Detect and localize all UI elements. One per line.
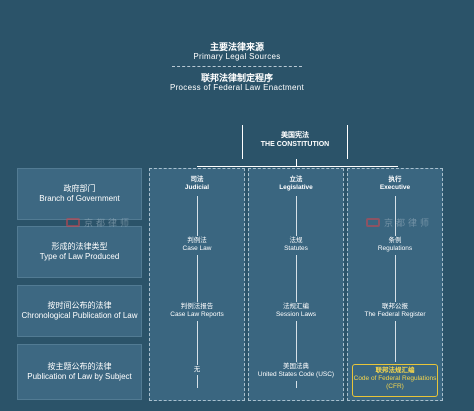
item-zh: 法规汇编 [283,303,309,310]
item-en: United States Code (USC) [257,371,335,379]
item-zh: 美国法典 [283,363,309,370]
row-label-en: Branch of Government [39,194,120,203]
item-en: Statutes [284,245,308,253]
row-label-en: Type of Law Produced [39,252,120,261]
item-zh: 判例法 [187,237,207,244]
chronological-item: 联邦公报 The Federal Register [348,302,442,321]
cfr-highlight-box: 联邦法规汇编 Code of Federal Regulations (CFR) [352,364,438,397]
row-label-en: Chronological Publication of Law [21,311,138,320]
column-heading-zh: 执行 [388,176,402,183]
law-type-item: 法规 Statutes [249,236,343,255]
chronological-item: 法规汇编 Session Laws [249,302,343,321]
watermark: 京都律师 [66,216,132,229]
column-heading: 立法 Legislative [249,175,343,194]
column-heading-zh: 司法 [190,176,204,183]
column-heading-en: Judicial [184,184,210,192]
row-label-chronological: 按时间公布的法律 Chronological Publication of La… [17,285,142,337]
watermark: 京都律师 [366,216,432,229]
watermark-text: 京都律师 [384,218,433,228]
row-label-by-subject: 按主题公布的法律 Publication of Law by Subject [17,344,142,400]
row-label-zh: 形成的法律类型 [51,242,108,251]
row-label-branch: 政府部门 Branch of Government [17,168,142,220]
item-en: Case Law Reports [170,311,224,319]
column-connector [197,196,198,388]
item-en: Regulations [377,245,413,253]
primary-sources-heading: 主要法律来源 Primary Legal Sources [0,42,474,62]
primary-sources-title-zh: 主要法律来源 [209,42,264,52]
item-zh: 判例法报告 [180,303,214,310]
column-executive: 执行 Executive 条例 Regulations 联邦公报 The Fed… [347,168,443,401]
watermark-text: 京都律师 [84,218,133,228]
item-en: The Federal Register [364,311,426,319]
item-zh: 无 [193,366,201,373]
constitution-label-en: THE CONSTITUTION [260,140,330,148]
row-label-zh: 按时间公布的法律 [47,301,112,310]
constitution-box: 美国宪法 THE CONSTITUTION [242,125,348,159]
item-zh: 联邦公报 [382,303,408,310]
chronological-item: 判例法报告 Case Law Reports [150,302,244,321]
row-label-law-type: 形成的法律类型 Type of Law Produced [17,226,142,278]
watermark-logo-icon [366,218,380,227]
column-legislative: 立法 Legislative 法规 Statutes 法规汇编 Session … [248,168,344,401]
constitution-connector [296,159,297,166]
item-zh: 法规 [289,237,303,244]
row-label-zh: 政府部门 [63,184,96,193]
item-en: Code of Federal Regulations (CFR) [353,375,437,391]
item-en: Case Law [182,245,212,253]
column-heading: 执行 Executive [348,175,442,194]
process-title-en: Process of Federal Law Enactment [169,83,305,93]
by-subject-item: 美国法典 United States Code (USC) [249,362,343,381]
column-heading-zh: 立法 [289,176,303,183]
watermark-logo-icon [66,218,80,227]
constitution-label-zh: 美国宪法 [281,132,309,139]
column-judicial: 司法 Judicial 判例法 Case Law 判例法报告 Case Law … [149,168,245,401]
item-zh: 联邦法规汇编 [375,367,415,374]
item-zh: 条例 [388,237,402,244]
process-title-zh: 联邦法律制定程序 [200,73,273,83]
branch-connector [197,166,398,167]
column-heading-en: Legislative [279,184,313,192]
column-heading-en: Executive [379,184,411,192]
law-type-item: 判例法 Case Law [150,236,244,255]
process-heading: 联邦法律制定程序 Process of Federal Law Enactmen… [0,73,474,93]
item-en: Session Laws [275,311,317,319]
row-label-en: Publication of Law by Subject [27,372,132,381]
by-subject-item: 无 [150,365,244,376]
column-connector [395,196,396,362]
heading-divider [172,66,302,67]
law-type-item: 条例 Regulations [348,236,442,255]
primary-sources-title-en: Primary Legal Sources [193,52,281,62]
column-connector [296,196,297,388]
row-label-zh: 按主题公布的法律 [47,362,112,371]
column-heading: 司法 Judicial [150,175,244,194]
